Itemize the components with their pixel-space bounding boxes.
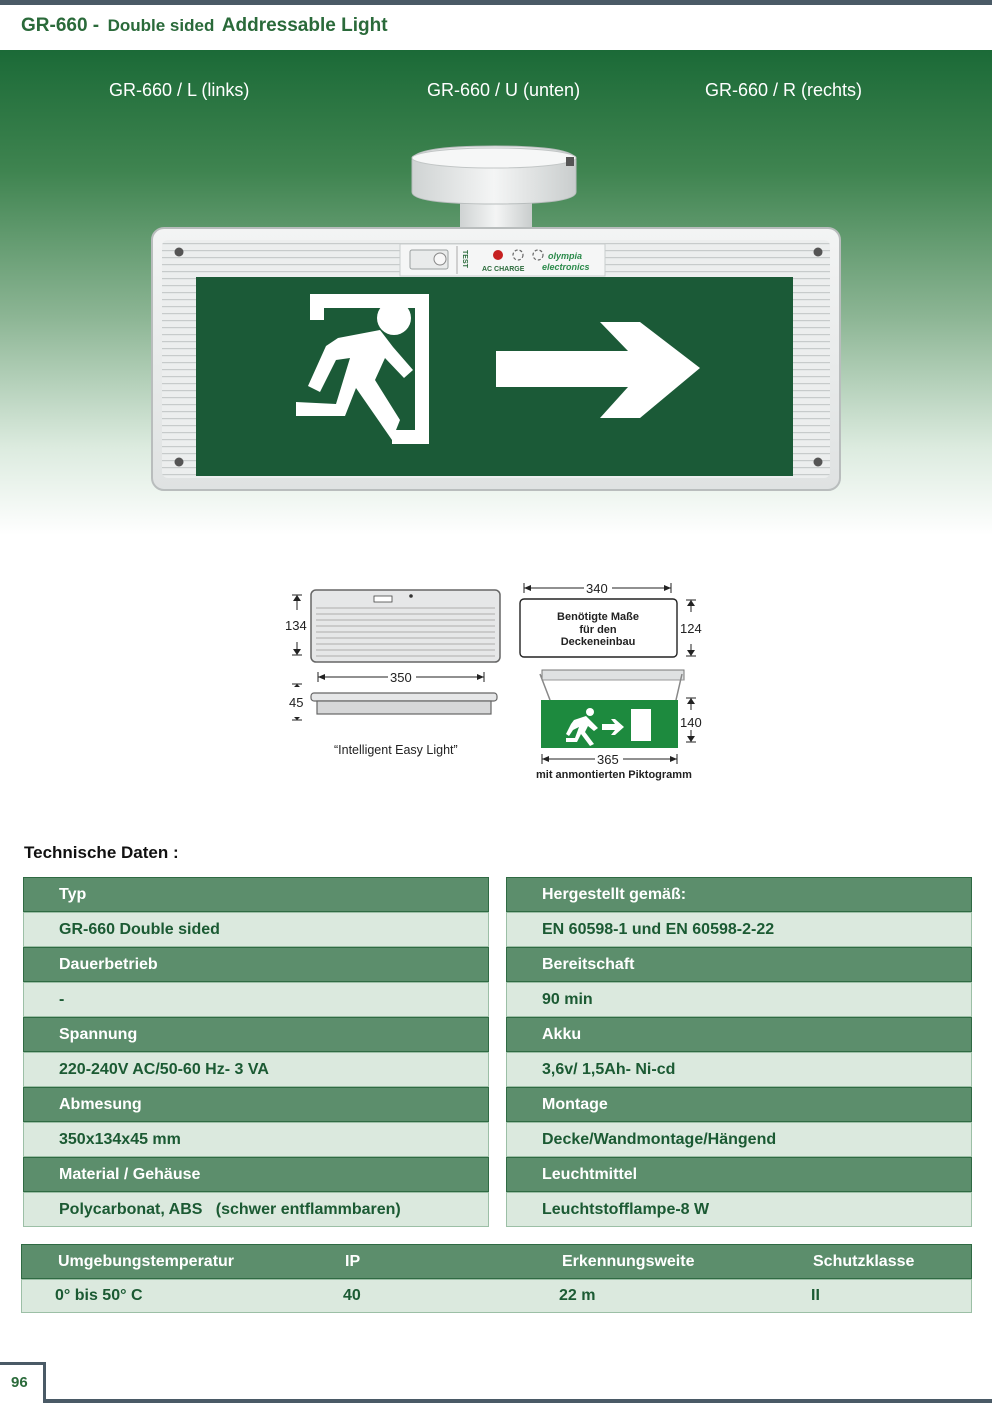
spec-value: 220-240V AC/50-60 Hz- 3 VA	[23, 1052, 489, 1087]
door-pictogram	[310, 294, 429, 444]
table-cell: 0° bis 50° C	[55, 1287, 143, 1304]
spec-value: EN 60598-1 und EN 60598-2-22	[506, 912, 972, 947]
spec-value: 3,6v/ 1,5Ah- Ni-cd	[506, 1052, 972, 1087]
exit-sign	[196, 277, 793, 476]
front-view-drawing	[310, 589, 501, 663]
spec-value: Decke/Wandmontage/Hängend	[506, 1122, 972, 1157]
spec-value-text: -	[59, 990, 65, 1008]
page-title: GR-660 - Double sided Addressable Light	[21, 15, 388, 37]
ceiling-mount	[411, 145, 577, 233]
spec-label: Typ	[23, 877, 489, 912]
brand-line-2: electronics	[542, 262, 590, 272]
arrow-right-icon	[496, 322, 700, 418]
environment-table: Umgebungstemperatur IP Erkennungsweite S…	[21, 1244, 972, 1313]
spec-label: Leuchtmittel	[506, 1157, 972, 1192]
dim-height-134: 134	[285, 618, 307, 633]
spec-value-text: EN 60598-1 und EN 60598-2-22	[542, 920, 775, 938]
spec-value-text: 90 min	[542, 990, 593, 1008]
cutout-label-3: Deckeneinbau	[561, 636, 636, 648]
section-title-technical-data: Technische Daten :	[24, 843, 179, 862]
dim-width-350: 350	[390, 670, 412, 685]
top-rule	[0, 0, 992, 5]
pictogram-drawing	[539, 669, 685, 748]
header-product-name: Addressable Light	[221, 15, 388, 36]
spec-value-text: Leuchtstofflampe-8 W	[542, 1200, 710, 1218]
spec-value: Polycarbonat, ABS (schwer entflammbaren)	[23, 1192, 489, 1227]
picto-caption: mit anmontierten Piktogramm	[536, 769, 692, 781]
table-cell: 22 m	[559, 1287, 596, 1304]
dim-picto-width-365: 365	[597, 752, 619, 767]
column-header: Schutzklasse	[813, 1252, 915, 1270]
spec-table-right: Hergestellt gemäß: EN 60598-1 und EN 605…	[506, 877, 972, 1227]
header-model: GR-660 -	[21, 15, 100, 36]
environment-table-header: Umgebungstemperatur IP Erkennungsweite S…	[21, 1244, 972, 1279]
spec-label: Bereitschaft	[506, 947, 972, 982]
spec-label: Dauerbetrieb	[23, 947, 489, 982]
spec-label: Hergestellt gemäß:	[506, 877, 972, 912]
spec-label: Abmesung	[23, 1087, 489, 1122]
spec-value: 350x134x45 mm	[23, 1122, 489, 1157]
dim-picto-height-140: 140	[680, 715, 702, 730]
table-cell: 40	[343, 1287, 361, 1304]
variant-label-down: GR-660 / U (unten)	[427, 80, 581, 100]
variant-label-right: GR-660 / R (rechts)	[705, 80, 863, 100]
spec-value-text: 220-240V AC/50-60 Hz- 3 VA	[59, 1060, 269, 1078]
spec-value: GR-660 Double sided	[23, 912, 489, 947]
column-header: Erkennungsweite	[562, 1252, 695, 1270]
page-number-box	[0, 1362, 46, 1403]
ceiling-cutout-box	[519, 598, 678, 658]
cutout-label-2: für den	[579, 624, 617, 636]
header-subtitle: Double sided	[107, 16, 215, 35]
spec-value-text: GR-660 Double sided	[59, 920, 220, 938]
brand-line-1: olympia	[548, 251, 582, 261]
dim-cut-width-340: 340	[586, 581, 608, 596]
test-label: TEST	[461, 250, 468, 269]
spec-value-text: Decke/Wandmontage/Hängend	[542, 1130, 777, 1148]
dim-depth-45: 45	[289, 695, 303, 710]
spec-label: Akku	[506, 1017, 972, 1052]
spec-label: Montage	[506, 1087, 972, 1122]
table-cell: II	[811, 1287, 820, 1304]
running-man-icon	[296, 301, 413, 440]
spec-value: -	[23, 982, 489, 1017]
dimension-drawings: 134 350 45 “Intelligent Easy Light” 340 …	[285, 581, 702, 781]
cutout-label-1: Benötigte Maße	[557, 611, 639, 623]
dim-cut-height-124: 124	[680, 621, 702, 636]
column-header: Umgebungstemperatur	[58, 1252, 235, 1270]
spec-label: Spannung	[23, 1017, 489, 1052]
spec-value: Leuchtstofflampe-8 W	[506, 1192, 972, 1227]
drawing-caption: “Intelligent Easy Light”	[334, 743, 458, 757]
side-view-drawing	[310, 692, 498, 715]
spec-value-text: Polycarbonat, ABS (schwer entflammbaren)	[59, 1200, 401, 1218]
spec-value-text: 3,6v/ 1,5Ah- Ni-cd	[542, 1060, 676, 1078]
product-image: TEST AC CHARGE olympia electronics	[151, 145, 841, 491]
footer-rule	[0, 1399, 992, 1403]
variant-label-left: GR-660 / L (links)	[109, 80, 250, 100]
spec-label: Material / Gehäuse	[23, 1157, 489, 1192]
ac-charge-label: AC CHARGE	[482, 266, 525, 273]
column-header: IP	[345, 1252, 361, 1270]
spec-value-text: 350x134x45 mm	[59, 1130, 181, 1148]
spec-value: 90 min	[506, 982, 972, 1017]
spec-table-left: Typ GR-660 Double sided Dauerbetrieb - S…	[23, 877, 489, 1227]
page-number: 96	[11, 1374, 28, 1391]
table-row: 0° bis 50° C 40 22 m II	[21, 1279, 972, 1313]
